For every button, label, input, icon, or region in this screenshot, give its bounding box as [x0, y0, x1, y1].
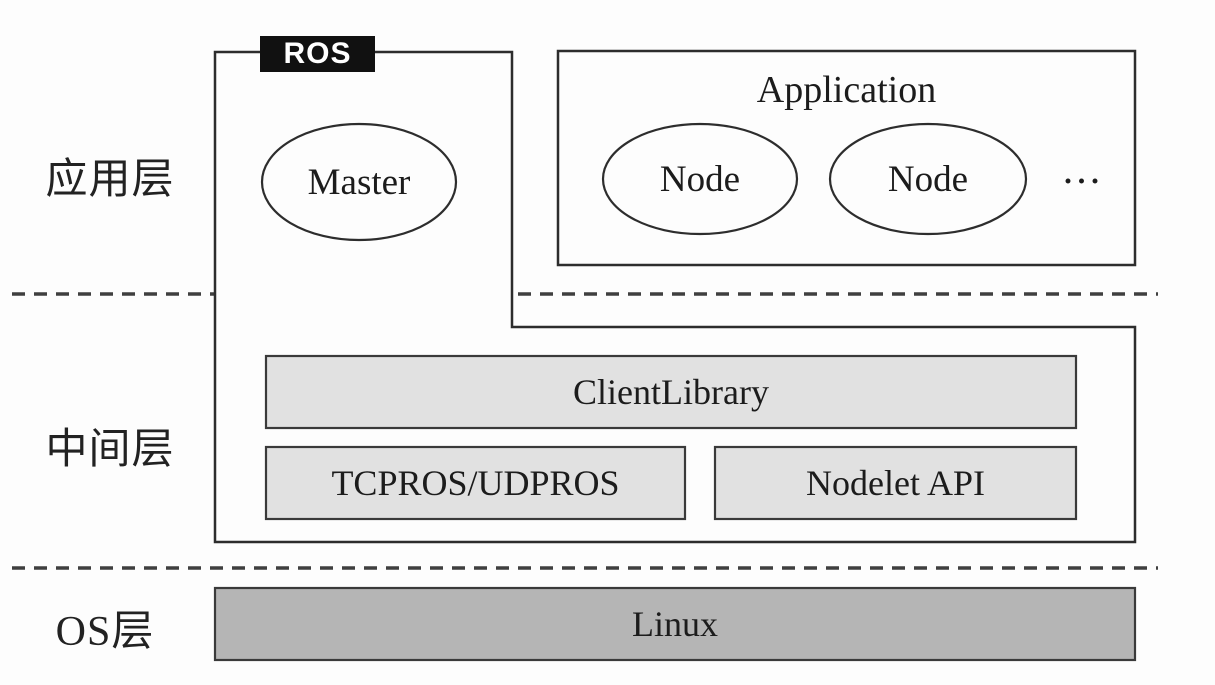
master-ellipse	[260, 122, 458, 242]
master-label: Master	[307, 161, 411, 203]
layer-label-os: OS层	[55, 608, 155, 655]
nodelet-api-label: Nodelet API	[806, 463, 985, 503]
linux-label: Linux	[632, 604, 718, 644]
nodelet-api-box	[713, 445, 1078, 521]
client-library-label: ClientLibrary	[573, 372, 769, 412]
node-ellipse-2	[828, 122, 1028, 236]
layer-label-application: 应用层	[45, 156, 175, 203]
ros-badge-box	[260, 36, 375, 72]
node-ellipse-1	[601, 122, 799, 236]
node-label-1: Node	[659, 158, 741, 200]
client-library-box	[264, 354, 1078, 430]
application-box-title: Application	[756, 69, 937, 111]
tcpros-udpros-label: TCPROS/UDPROS	[331, 463, 620, 503]
node-label-2: Node	[887, 158, 969, 200]
ros-badge-label: ROS	[283, 37, 352, 70]
tcpros-udpros-box	[264, 445, 687, 521]
linux-box	[213, 586, 1137, 662]
more-nodes-ellipsis: ...	[1062, 147, 1104, 193]
layer-label-middleware: 中间层	[45, 426, 175, 473]
